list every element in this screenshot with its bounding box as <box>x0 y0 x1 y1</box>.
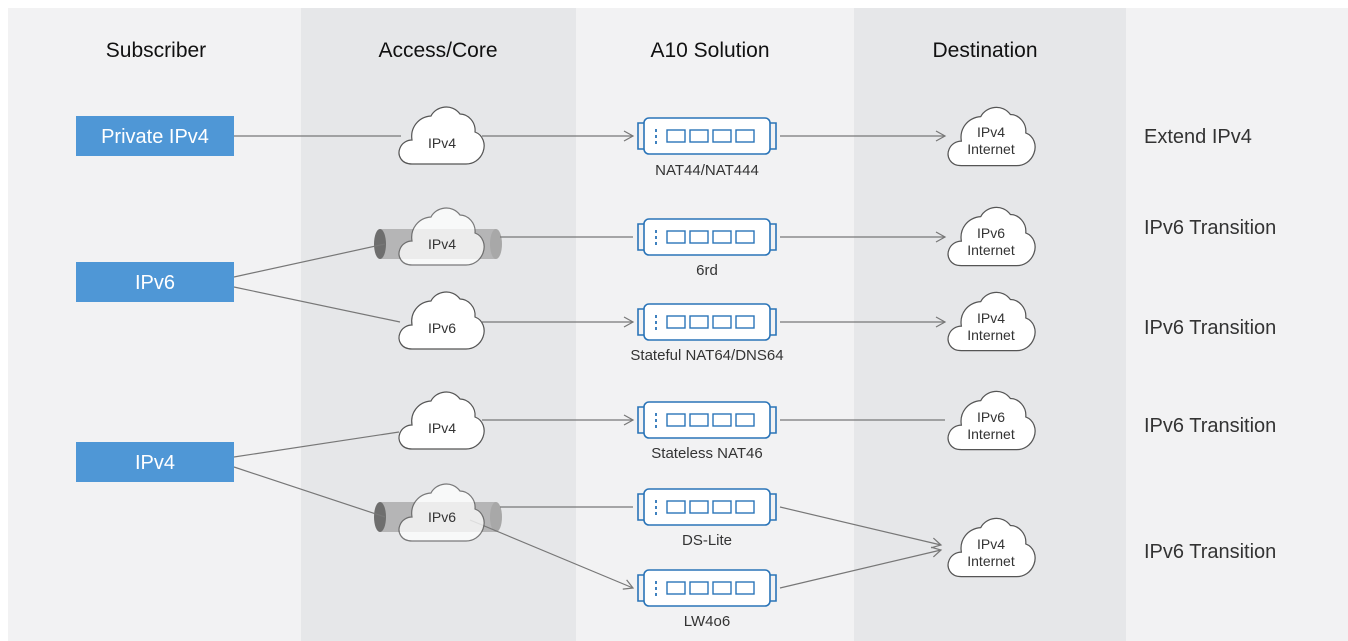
outcome-label-2: IPv6 Transition <box>1144 217 1276 239</box>
subscriber-private-ipv4: Private IPv4 <box>76 116 234 156</box>
svg-text:Internet: Internet <box>967 141 1015 157</box>
device-nat44-nat444: NAT44/NAT444 <box>637 117 777 179</box>
outcome-label-1: Extend IPv4 <box>1144 126 1252 148</box>
svg-text:IPv6: IPv6 <box>135 272 175 294</box>
device-stateful-nat64-dns64: Stateful NAT64/DNS64 <box>630 303 784 364</box>
device-lw4o6: LW4o6 <box>637 569 777 630</box>
svg-text:IPv6: IPv6 <box>977 409 1005 425</box>
destination-cloud-1: IPv4 Internet <box>947 106 1036 167</box>
destination-cloud-3: IPv4 Internet <box>947 291 1036 352</box>
svg-text:IPv4: IPv4 <box>428 420 456 436</box>
svg-text:IPv4: IPv4 <box>428 135 456 151</box>
device-stateless-nat46: Stateless NAT46 <box>637 401 777 462</box>
access-cloud-ipv4-tunnel: IPv4 <box>398 207 485 266</box>
connectors <box>233 130 947 590</box>
svg-text:6rd: 6rd <box>696 262 718 279</box>
svg-text:NAT44/NAT444: NAT44/NAT444 <box>655 162 759 179</box>
destination-cloud-4: IPv6 Internet <box>947 390 1036 451</box>
access-cloud-ipv6-tunnel: IPv6 <box>398 483 485 542</box>
svg-text:Internet: Internet <box>967 553 1015 569</box>
svg-text:IPv4: IPv4 <box>135 452 175 474</box>
column-header-destination: Destination <box>932 39 1037 62</box>
svg-text:IPv6: IPv6 <box>977 225 1005 241</box>
column-header-a10-solution: A10 Solution <box>650 39 769 62</box>
band-outcome <box>1126 8 1348 641</box>
band-subscriber <box>8 8 301 641</box>
svg-text:Internet: Internet <box>967 426 1015 442</box>
subscriber-ipv4: IPv4 <box>76 442 234 482</box>
subscriber-ipv6: IPv6 <box>76 262 234 302</box>
access-cloud-ipv4: IPv4 <box>398 106 485 165</box>
device-6rd: 6rd <box>637 218 777 279</box>
outcome-label-3: IPv6 Transition <box>1144 317 1276 339</box>
access-cloud-ipv6: IPv6 <box>398 291 485 350</box>
outcome-label-4: IPv6 Transition <box>1144 415 1276 437</box>
svg-text:LW4o6: LW4o6 <box>684 613 730 630</box>
svg-text:IPv6: IPv6 <box>428 320 456 336</box>
access-cloud-ipv4-b: IPv4 <box>398 391 485 450</box>
destination-cloud-2: IPv6 Internet <box>947 206 1036 267</box>
svg-text:Internet: Internet <box>967 242 1015 258</box>
device-ds-lite: DS-Lite <box>637 488 777 549</box>
svg-text:IPv4: IPv4 <box>977 124 1005 140</box>
svg-text:Stateful NAT64/DNS64: Stateful NAT64/DNS64 <box>630 347 783 364</box>
svg-text:IPv4: IPv4 <box>977 536 1005 552</box>
svg-text:IPv6: IPv6 <box>428 509 456 525</box>
svg-text:Private IPv4: Private IPv4 <box>101 126 209 148</box>
svg-text:Internet: Internet <box>967 327 1015 343</box>
svg-text:IPv4: IPv4 <box>977 310 1005 326</box>
column-header-subscriber: Subscriber <box>106 39 206 62</box>
outcome-label-5: IPv6 Transition <box>1144 541 1276 563</box>
svg-text:DS-Lite: DS-Lite <box>682 532 732 549</box>
svg-text:Stateless NAT46: Stateless NAT46 <box>651 445 762 462</box>
svg-text:IPv4: IPv4 <box>428 236 456 252</box>
column-header-access-core: Access/Core <box>378 39 497 62</box>
destination-cloud-5: IPv4 Internet <box>947 517 1036 578</box>
